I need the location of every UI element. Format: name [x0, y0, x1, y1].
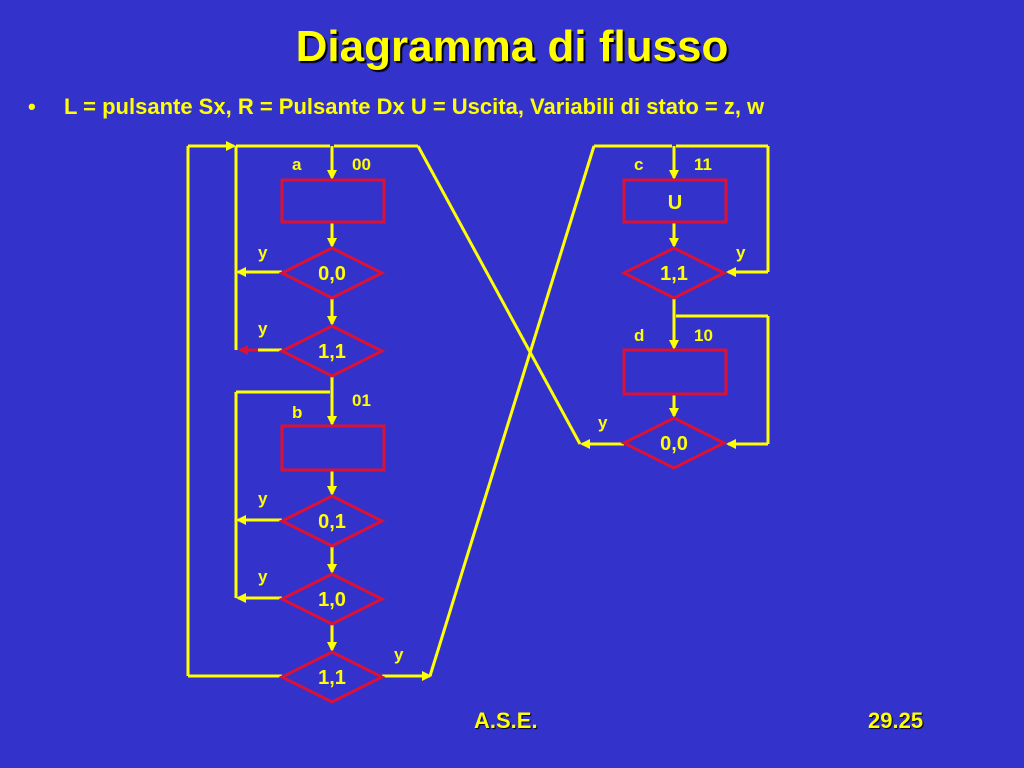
- decision-c1-label: 1,1: [660, 263, 688, 285]
- state-code-d: 10: [694, 326, 713, 345]
- diag-d1-to-a: [416, 145, 582, 445]
- state-name-a: a: [292, 155, 302, 174]
- decision-b1-label: 0,1: [318, 511, 346, 533]
- decision-b3: 1,1 y: [278, 645, 404, 704]
- state-box-b: b 01: [280, 391, 386, 472]
- decision-d1-yes: y: [598, 413, 608, 432]
- footer-course: A.S.E.: [474, 708, 538, 733]
- state-box-d: d 10: [622, 326, 728, 396]
- bullet-dot: •: [28, 94, 36, 119]
- bullet-item: • L = pulsante Sx, R = Pulsante Dx U = Us…: [28, 94, 1008, 120]
- decision-d1: 0,0 y: [598, 413, 728, 470]
- state-code-c: 11: [694, 155, 712, 174]
- decision-b2: 1,0 y: [258, 567, 386, 626]
- slide-title: Diagramma di flusso: [295, 22, 729, 71]
- decision-b3-label: 1,1: [318, 667, 346, 689]
- diag-b3-to-c: [428, 145, 596, 677]
- footer-slide-number: 29.25: [868, 708, 924, 733]
- decision-a2-yes: y: [258, 319, 268, 338]
- decision-b2-yes: y: [258, 567, 268, 586]
- decision-a2-label: 1,1: [318, 341, 346, 363]
- state-code-a: 00: [352, 155, 371, 174]
- decision-a2: 1,1 y: [258, 319, 386, 378]
- decision-b1-yes: y: [258, 489, 268, 508]
- decision-d1-label: 0,0: [660, 433, 688, 455]
- state-code-b: 01: [352, 391, 371, 410]
- state-name-d: d: [634, 326, 644, 345]
- decision-a1-label: 0,0: [318, 263, 346, 285]
- decision-b2-label: 1,0: [318, 589, 346, 611]
- decision-b3-yes: y: [394, 645, 404, 664]
- decision-c1: 1,1 y: [620, 243, 746, 300]
- decision-c1-yes: y: [736, 243, 746, 262]
- bullet-text: L = pulsante Sx, R = Pulsante Dx U = Usc…: [64, 94, 765, 119]
- state-name-b: b: [292, 403, 302, 422]
- state-box-c: c 11 U: [622, 155, 728, 224]
- state-output-c: U: [668, 192, 682, 214]
- connectors-right: [580, 144, 770, 449]
- decision-b1: 0,1 y: [258, 489, 386, 548]
- decision-a1: 0,0 y: [258, 243, 386, 300]
- decision-a1-yes: y: [258, 243, 268, 262]
- state-name-c: c: [634, 155, 643, 174]
- state-box-a: a 00: [280, 155, 386, 224]
- connectors-left: [186, 141, 672, 681]
